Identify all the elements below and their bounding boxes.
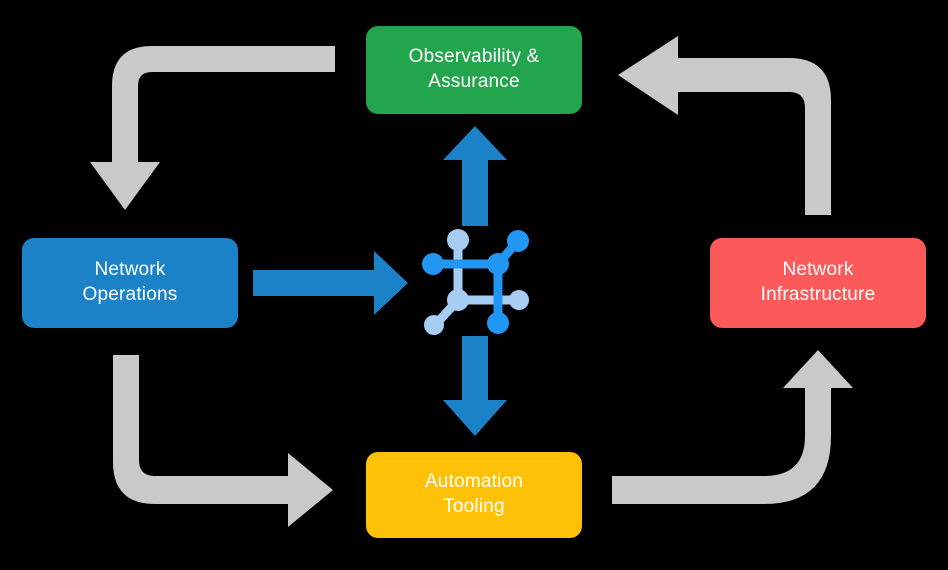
arrow-up-center-to-observability bbox=[443, 126, 507, 226]
arrow-elbow-infrastructure-to-observability bbox=[618, 36, 831, 215]
box-network-operations-label: Network Operations bbox=[82, 259, 178, 305]
box-automation-tooling-label: Automation Tooling bbox=[424, 471, 524, 517]
arrow-elbow-operations-to-automation bbox=[113, 355, 333, 527]
box-network-infrastructure[interactable]: Network Infrastructure bbox=[710, 238, 926, 328]
arrow-elbow-observability-to-operations bbox=[90, 46, 335, 210]
box-network-infrastructure-label: Network Infrastructure bbox=[760, 259, 876, 305]
box-network-operations[interactable]: Network Operations bbox=[22, 238, 238, 328]
box-observability-assurance[interactable]: Observability & Assurance bbox=[366, 26, 582, 114]
arrow-elbow-automation-to-infrastructure bbox=[612, 350, 853, 504]
network-topology-icon bbox=[422, 229, 529, 335]
box-observability-assurance-label: Observability & Assurance bbox=[408, 46, 540, 92]
arrow-down-center-to-automation bbox=[443, 336, 507, 436]
arrow-right-operations-to-center bbox=[253, 251, 408, 315]
box-automation-tooling[interactable]: Automation Tooling bbox=[366, 452, 582, 538]
